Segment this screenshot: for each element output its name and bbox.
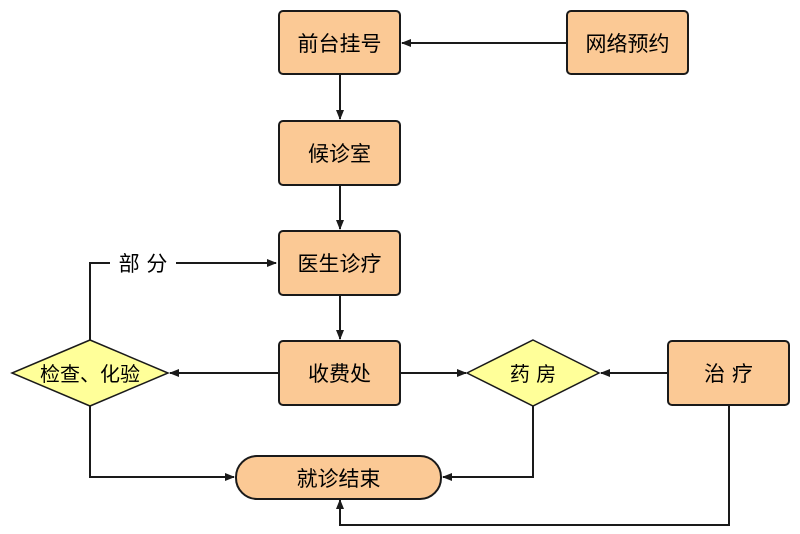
end-node: 就诊结束 [235, 455, 442, 500]
edge-examination-to-diagnosis [89, 262, 110, 340]
treatment-label: 治 疗 [704, 362, 753, 386]
end-label: 就诊结束 [296, 466, 381, 491]
online-booking-node: 网络预约 [566, 10, 689, 75]
cashier-node: 收费处 [278, 340, 401, 406]
waiting-room-label: 候诊室 [308, 142, 371, 166]
pharmacy-label: 药 房 [510, 362, 556, 386]
registration-node: 前台挂号 [278, 10, 401, 75]
diagnosis-node: 医生诊疗 [278, 230, 401, 296]
edge-examination-to-end [89, 406, 235, 481]
edge-pharmacy-to-end [442, 406, 534, 481]
online-booking-label: 网络预约 [585, 31, 670, 56]
edge-treatment-to-end [336, 406, 730, 526]
waiting-room-node: 候诊室 [278, 120, 401, 186]
registration-label: 前台挂号 [297, 31, 382, 56]
diagnosis-label: 医生诊疗 [297, 252, 382, 276]
partial-edge-label: 部 分 [118, 252, 168, 276]
examination-label: 检查、化验 [40, 362, 140, 386]
treatment-node: 治 疗 [667, 340, 790, 406]
cashier-label: 收费处 [308, 362, 371, 386]
